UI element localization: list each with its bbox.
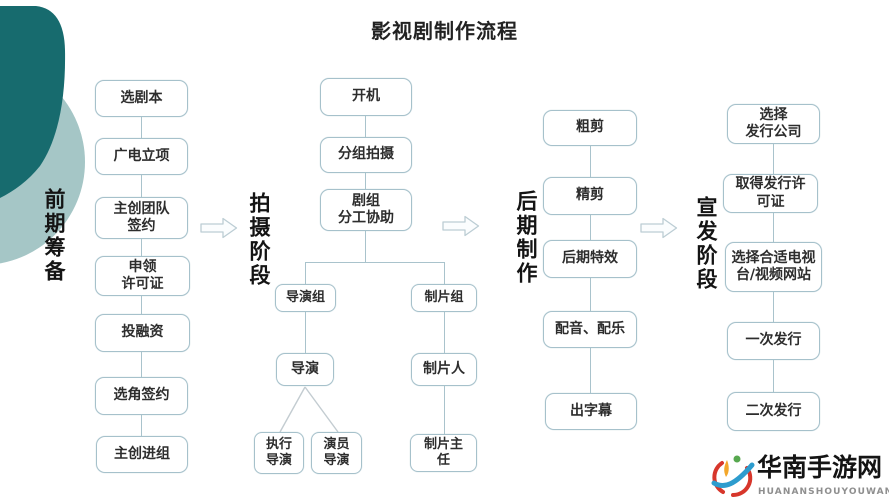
logo-site-name: 华南手游网	[757, 453, 883, 482]
box-producer-group: 制片组	[411, 284, 477, 312]
teal-corner-decoration	[0, 6, 85, 264]
connector-director-split	[279, 386, 339, 433]
box-director: 导演	[276, 353, 334, 386]
box-crew-division: 剧组 分工协助	[320, 189, 412, 231]
connector-branch-horizontal	[305, 262, 445, 263]
box-group-shooting: 分组拍摄	[320, 137, 412, 173]
stage-label-preproduction: 前期筹备	[42, 188, 66, 284]
box-sign-core-team: 主创团队 签约	[95, 197, 188, 239]
box-sarft-approval: 广电立项	[95, 138, 188, 175]
stage-label-postproduction: 后期制作	[514, 190, 538, 286]
box-executive-director: 执行 导演	[254, 432, 304, 474]
box-fine-cut: 精剪	[543, 177, 637, 215]
connector-director-group	[305, 311, 306, 355]
box-choose-platform: 选择合适电视 台/视频网站	[725, 242, 822, 292]
box-cast-signing: 选角签约	[95, 377, 188, 415]
connector-branch-right-drop	[444, 262, 445, 285]
huanan-logo-icon	[711, 455, 755, 498]
stage-label-distribution: 宣发阶段	[694, 196, 718, 292]
box-producer: 制片人	[411, 353, 477, 386]
arrow-stage1-to-stage2	[200, 217, 238, 239]
box-dubbing-scoring: 配音、配乐	[543, 311, 637, 348]
box-post-effects: 后期特效	[543, 240, 637, 278]
box-distribution-license: 取得发行许 可证	[723, 174, 818, 213]
diagram-title: 影视剧制作流程	[371, 19, 518, 43]
box-first-release: 一次发行	[727, 322, 820, 360]
box-rough-cut: 粗剪	[543, 110, 637, 146]
box-apply-license: 申领 许可证	[95, 256, 190, 296]
box-production-manager: 制片主 任	[410, 434, 477, 472]
arrow-stage2-to-stage3	[442, 215, 480, 237]
box-select-script: 选剧本	[95, 80, 188, 117]
connector-producer-group	[444, 311, 445, 355]
box-team-join: 主创进组	[96, 436, 188, 473]
box-financing: 投融资	[95, 314, 190, 352]
connector-column2-main	[365, 96, 366, 262]
connector-producer-manager	[444, 385, 445, 435]
arrow-stage3-to-stage4	[640, 217, 678, 239]
connector-branch-left-drop	[305, 262, 306, 285]
box-start-shooting: 开机	[320, 78, 412, 116]
box-second-release: 二次发行	[727, 392, 820, 431]
stage-label-shooting: 拍摄阶段	[247, 192, 271, 288]
box-subtitles: 出字幕	[545, 393, 637, 430]
box-choose-distributor: 选择 发行公司	[727, 104, 820, 144]
box-director-group: 导演组	[275, 284, 336, 312]
box-actor-director: 演员 导演	[311, 432, 362, 474]
logo-site-pinyin: HUANANSHOUYOUWANG	[758, 487, 889, 497]
